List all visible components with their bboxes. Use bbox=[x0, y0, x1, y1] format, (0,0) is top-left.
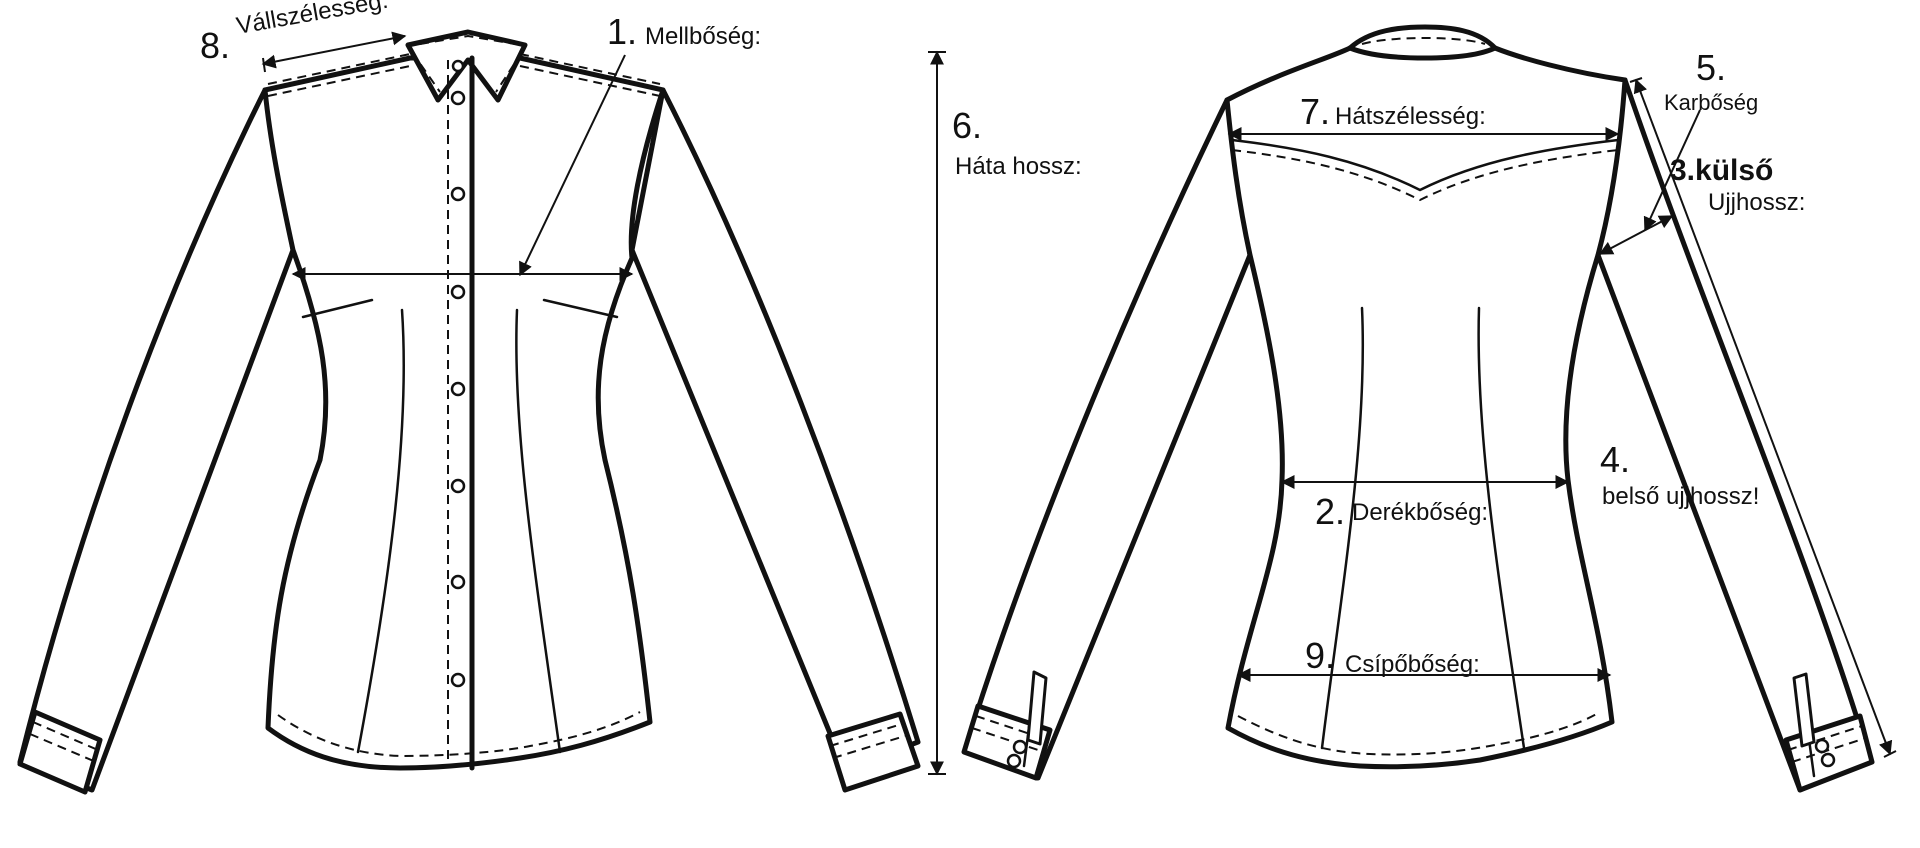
front-buttons bbox=[450, 59, 466, 688]
label-6-text: Háta hossz: bbox=[955, 153, 1082, 180]
label-7-text: Hátszélesség: bbox=[1335, 103, 1486, 130]
label-8-text: Vállszélesség: bbox=[234, 0, 390, 40]
label-9-number: 9. bbox=[1305, 635, 1335, 676]
label-5-number: 5. bbox=[1696, 47, 1726, 88]
label-1-number: 1. bbox=[607, 11, 637, 52]
back-body bbox=[1224, 45, 1628, 770]
back-yoke bbox=[1230, 138, 1620, 192]
front-right-cuff bbox=[825, 711, 921, 793]
label-4-number: 4. bbox=[1600, 439, 1630, 480]
label-3-number: 3.külső bbox=[1670, 154, 1773, 187]
shirt-front-view bbox=[17, 29, 921, 795]
label-8-number: 8. bbox=[200, 25, 230, 66]
back-left-placket-tab bbox=[1026, 670, 1048, 746]
label-4-text: belső ujjhossz! bbox=[1602, 483, 1759, 510]
front-body bbox=[262, 55, 666, 771]
label-6-number: 6. bbox=[952, 105, 982, 146]
measurement-lines bbox=[261, 31, 1897, 776]
outer-sleeve-length-line bbox=[1633, 78, 1893, 756]
label-3-text: Ujjhossz: bbox=[1708, 189, 1805, 216]
label-9-text: Csípőbőség: bbox=[1345, 651, 1480, 678]
label-2-number: 2. bbox=[1315, 491, 1345, 532]
back-collar bbox=[1347, 24, 1498, 61]
label-5-text: Karbőség bbox=[1664, 90, 1758, 115]
label-7-number: 7. bbox=[1300, 91, 1330, 132]
shoulder-width-line bbox=[261, 31, 407, 69]
front-collar bbox=[405, 29, 528, 103]
measurement-labels: 8. Vállszélesség: 1. Mellbőség: 6. Háta … bbox=[200, 0, 1805, 678]
front-right-sleeve bbox=[629, 87, 921, 773]
front-left-sleeve bbox=[17, 87, 296, 793]
label-1-text: Mellbőség: bbox=[645, 23, 761, 50]
front-left-cuff bbox=[17, 709, 103, 795]
label-2-text: Derékbőség: bbox=[1352, 499, 1488, 526]
back-left-sleeve bbox=[962, 97, 1253, 781]
